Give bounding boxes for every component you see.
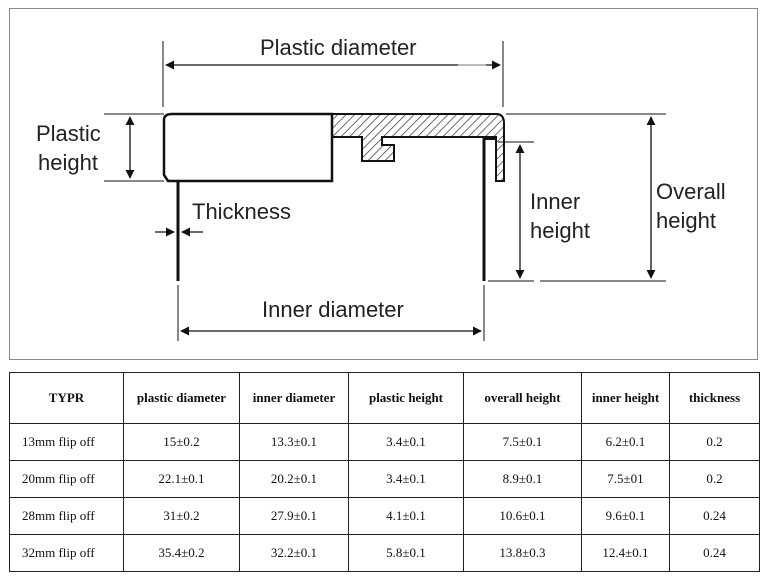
inner-height-label-line2: height [530,218,590,243]
table-header-row: TYPR plastic diameter inner diameter pla… [9,372,760,424]
table-row: 13mm flip off 15±0.2 13.3±0.1 3.4±0.1 7.… [9,423,760,461]
overall-height-dimension [506,113,666,282]
header-inner-height: inner height [581,372,670,424]
table-row: 28mm flip off 31±0.2 27.9±0.1 4.1±0.1 10… [9,497,760,535]
cell-overall-height: 10.6±0.1 [463,497,582,535]
plastic-diameter-label: Plastic diameter [260,35,417,60]
plastic-cap-shape [162,112,505,183]
header-overall-height: overall height [463,372,582,424]
cell-overall-height: 13.8±0.3 [463,534,582,572]
dimensions-table: TYPR plastic diameter inner diameter pla… [9,372,760,572]
plastic-height-label-line2: height [38,150,98,175]
cell-inner-height: 7.5±01 [581,460,670,498]
inner-height-label-line1: Inner [530,189,581,214]
table-row: 32mm flip off 35.4±0.2 32.2±0.1 5.8±0.1 … [9,534,760,572]
header-thickness: thickness [669,372,760,424]
cell-thickness: 0.2 [669,460,760,498]
cell-thickness: 0.24 [669,497,760,535]
thickness-label: Thickness [192,199,292,224]
cell-inner-diameter: 27.9±0.1 [239,497,349,535]
cell-plastic-height: 3.4±0.1 [348,423,464,461]
cell-plastic-height: 3.4±0.1 [348,460,464,498]
cell-inner-diameter: 32.2±0.1 [239,534,349,572]
cell-overall-height: 8.9±0.1 [463,460,582,498]
plastic-height-dimension [104,113,164,182]
cell-plastic-diameter: 31±0.2 [123,497,240,535]
cell-overall-height: 7.5±0.1 [463,423,582,461]
dimension-drawing-frame: Plastic diameter Plastic height Thicknes… [9,8,758,360]
cell-plastic-height: 4.1±0.1 [348,497,464,535]
cell-inner-height: 12.4±0.1 [581,534,670,572]
cell-inner-height: 9.6±0.1 [581,497,670,535]
cell-inner-height: 6.2±0.1 [581,423,670,461]
inner-diameter-dimension [177,285,485,341]
cell-plastic-diameter: 15±0.2 [123,423,240,461]
cell-plastic-diameter: 22.1±0.1 [123,460,240,498]
overall-height-label-line1: Overall [656,179,726,204]
cell-inner-diameter: 20.2±0.1 [239,460,349,498]
inner-diameter-label: Inner diameter [262,297,404,322]
table-row: 20mm flip off 22.1±0.1 20.2±0.1 3.4±0.1 … [9,460,760,498]
cell-plastic-diameter: 35.4±0.2 [123,534,240,572]
cell-type: 13mm flip off [9,423,124,461]
cell-type: 28mm flip off [9,497,124,535]
cap-cross-section-drawing [104,41,666,341]
cell-type: 32mm flip off [9,534,124,572]
cell-plastic-height: 5.8±0.1 [348,534,464,572]
cell-type: 20mm flip off [9,460,124,498]
plastic-diameter-dimension [162,41,504,107]
header-plastic-height: plastic height [348,372,464,424]
header-type: TYPR [9,372,124,424]
inner-height-dimension [488,141,534,282]
cell-inner-diameter: 13.3±0.1 [239,423,349,461]
cell-thickness: 0.24 [669,534,760,572]
aluminium-skirt-shape [176,137,497,281]
header-plastic-diameter: plastic diameter [123,372,240,424]
overall-height-label-line2: height [656,208,716,233]
header-inner-diameter: inner diameter [239,372,349,424]
plastic-height-label-line1: Plastic [36,121,101,146]
cell-thickness: 0.2 [669,423,760,461]
